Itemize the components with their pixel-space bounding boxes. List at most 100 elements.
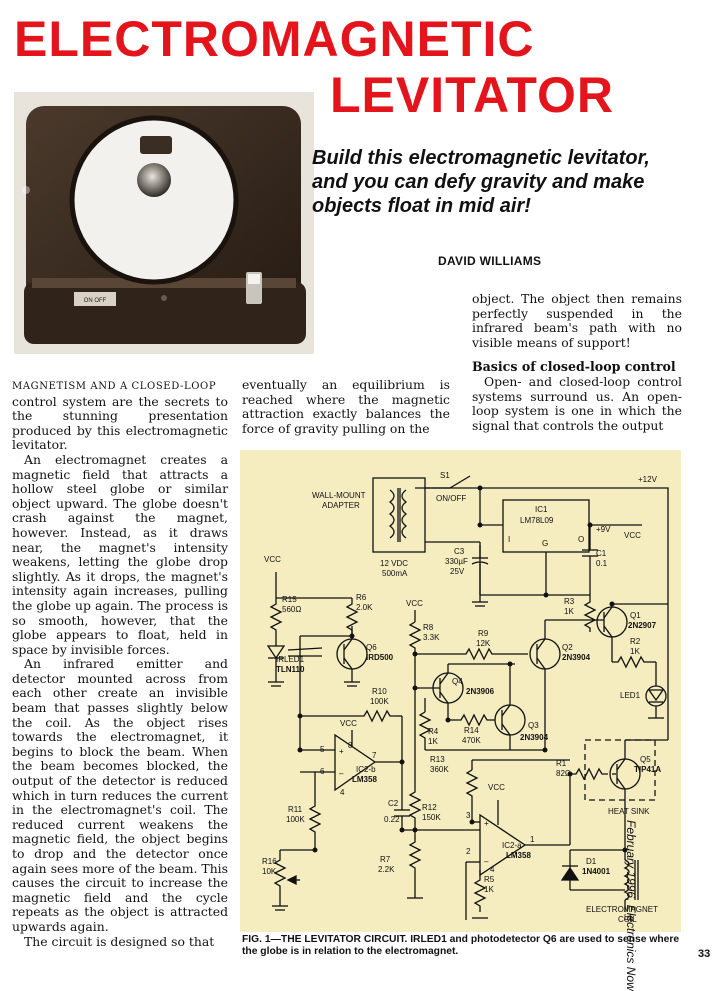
label-r14: R14 (464, 726, 479, 735)
label-ic2a: IC2-a (502, 841, 522, 850)
levitator-photo: ON OFF (14, 92, 314, 354)
label-v9: +9V (596, 525, 611, 534)
label-pin4-a: 4 (490, 865, 495, 874)
label-ic1-part: LM78L09 (520, 516, 554, 525)
paragraph: The circuit is designed so that (24, 933, 215, 949)
label-r7: R7 (380, 855, 391, 864)
label-onoff: ON/OFF (436, 494, 466, 503)
label-r3: R3 (564, 597, 575, 606)
label-r14-val: 470K (462, 736, 481, 745)
paragraph: object. The object then remains perfectl… (472, 291, 682, 350)
label-c1: C1 (596, 549, 607, 558)
label-q5-part: TIP41A (634, 765, 661, 774)
label-r5-val: 1K (484, 885, 494, 894)
figure-caption: FIG. 1—THE LEVITATOR CIRCUIT. IRLED1 and… (242, 934, 680, 957)
label-pin4-b: 4 (340, 788, 345, 797)
label-s1: S1 (440, 471, 450, 480)
label-r8: R8 (423, 623, 434, 632)
label-r13-val: 360K (430, 765, 449, 774)
label-q6: Q6 (366, 643, 377, 652)
label-ic1-pin-i: I (508, 535, 510, 544)
label-r1: R1 (556, 759, 567, 768)
label-d1: D1 (586, 857, 597, 866)
label-d1-part: 1N4001 (582, 867, 611, 876)
label-plus-b: + (339, 747, 344, 756)
label-coil-2: COIL (618, 915, 637, 924)
label-r15-val: 560Ω (282, 605, 301, 614)
label-irled1: IRLED1 (276, 655, 305, 664)
levitator-schematic: WALL-MOUNT ADAPTER 12 VDC 500mA S1 ON/OF… (240, 450, 681, 932)
label-c3-val-2: 25V (450, 567, 465, 576)
label-vcc-mid: VCC (406, 599, 423, 608)
label-adapter-rating-1: 12 VDC (380, 559, 408, 568)
label-q1-part: 2N2907 (628, 621, 657, 630)
label-c1-val: 0.1 (596, 559, 608, 568)
label-c3: C3 (454, 547, 465, 556)
label-r2: R2 (630, 637, 641, 646)
label-vcc-left: VCC (264, 555, 281, 564)
article-title-line-2: LEVITATOR (330, 67, 614, 123)
label-q2-part: 2N3904 (562, 653, 591, 662)
label-ic2b-part: LM358 (352, 775, 377, 784)
label-led1: LED1 (620, 691, 641, 700)
label-vcc-ic1: VCC (624, 531, 641, 540)
label-v12: +12V (638, 475, 658, 484)
label-r12: R12 (422, 803, 437, 812)
paragraph: eventually an equilibrium is reached whe… (242, 377, 450, 436)
label-q2: Q2 (562, 643, 573, 652)
label-q3: Q3 (528, 721, 539, 730)
label-r10-val: 100K (370, 697, 389, 706)
label-q3-part: 2N3904 (520, 733, 549, 742)
label-ic1-pin-g: G (542, 539, 548, 548)
label-adapter-1: WALL-MOUNT (312, 491, 366, 500)
label-ic1: IC1 (535, 505, 548, 514)
label-pin7: 7 (372, 751, 377, 760)
label-r16: R16 (262, 857, 277, 866)
label-r7-val: 2.2K (378, 865, 395, 874)
label-ic2b: IC2-b (356, 765, 376, 774)
label-ic1-pin-o: O (578, 535, 584, 544)
label-minus-a: – (484, 857, 489, 866)
label-pin1: 1 (530, 835, 535, 844)
switch-label: ON OFF (84, 298, 107, 304)
label-r2-val: 1K (630, 647, 640, 656)
label-adapter-2: ADAPTER (322, 501, 360, 510)
label-coil-1: ELECTROMAGNET (586, 905, 658, 914)
label-l1: L1 (624, 913, 633, 922)
label-q5: Q5 (640, 755, 651, 764)
label-r5: R5 (484, 875, 495, 884)
label-c2: C2 (388, 799, 399, 808)
label-r6: R6 (356, 593, 367, 602)
label-q4: Q4 (452, 677, 463, 686)
label-r3-val: 1K (564, 607, 574, 616)
label-vcc-ic2a: VCC (488, 783, 505, 792)
paragraph: An electromagnet creates a magnetic fiel… (12, 451, 228, 657)
label-q6-part: IRD500 (366, 653, 394, 662)
label-r6-val: 2.0K (356, 603, 373, 612)
label-r15: R15 (282, 595, 297, 604)
label-adapter-rating-2: 500mA (382, 569, 408, 578)
label-r4-val: 1K (428, 737, 438, 746)
page-number: 33 (698, 948, 711, 960)
article-subtitle: Build this electromagnetic levitator, an… (312, 147, 650, 217)
label-r4: R4 (428, 727, 439, 736)
section-heading: Basics of closed-loop control (472, 359, 676, 375)
label-pin8: 8 (348, 741, 353, 750)
article-title-line-1: ELECTROMAGNETIC (14, 11, 535, 67)
label-plus-a: + (484, 819, 489, 828)
label-r13: R13 (430, 755, 445, 764)
label-r16-val: 10K (262, 867, 277, 876)
label-r11-val: 100K (286, 815, 305, 824)
label-c2-val: 0.22 (384, 815, 400, 824)
page-side-note: February 1996, Electronics Now (624, 820, 638, 991)
label-r9: R9 (478, 629, 489, 638)
label-q4-part: 2N3906 (466, 687, 495, 696)
label-r1-val: 82Ω (556, 769, 571, 778)
label-vcc-ic2b: VCC (340, 719, 357, 728)
label-heat-sink: HEAT SINK (608, 807, 650, 816)
label-c3-val-1: 330µF (445, 557, 468, 566)
lead-in: MAGNETISM AND A CLOSED-LOOP (12, 381, 217, 392)
label-q1: Q1 (630, 611, 641, 620)
